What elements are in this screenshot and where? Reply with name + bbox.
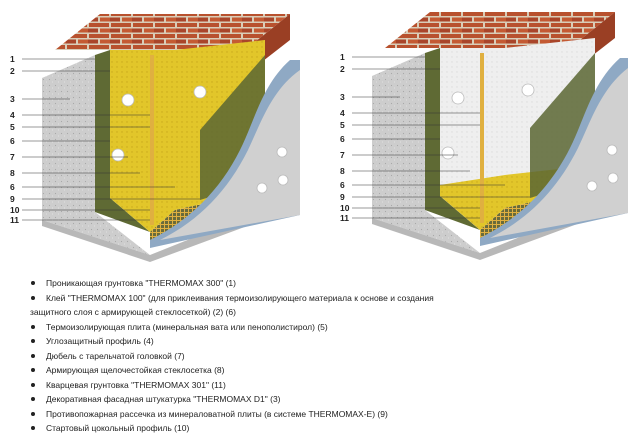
callout-number: 4 [340,108,345,118]
legend-item: Углозащитный профиль (4) [30,334,625,349]
callout-number: 8 [340,166,345,176]
wool-front [110,50,175,232]
dowel-icons [441,83,619,192]
legend-item: Термоизолирующая плита (минеральная вата… [30,320,625,335]
brick-top [55,14,290,50]
corner-profile [480,53,484,223]
legend-item: Стартовый цокольный профиль (10) [30,421,625,436]
callout-number: 2 [10,66,15,76]
diagram-eps [372,12,628,260]
legend-item: Декоративная фасадная штукатурка "THERMO… [30,392,625,407]
plaster-inner [160,70,300,240]
concrete-front-lower [42,215,250,262]
callout-number: 4 [10,110,15,120]
callout-number: 11 [340,213,349,223]
legend-item: Противопожарная рассечка из минераловатн… [30,407,625,422]
adhesive-layer [425,48,480,230]
concrete-front-lower [372,213,580,260]
concrete-front [42,55,150,255]
callout-number: 6 [340,134,345,144]
callout-number: 7 [10,152,15,162]
dowel-icons [111,85,289,194]
callout-number: 3 [340,92,345,102]
concrete-front [372,53,480,253]
callout-number: 6 [340,180,345,190]
callout-number: 5 [340,120,345,130]
callout-number: 5 [10,122,15,132]
callout-number: 8 [10,168,15,178]
legend-item: Армирующая щелочестойкая стеклосетка (8) [30,363,625,378]
legend-item: Кварцевая грунтовка "THERMOMAX 301" (11) [30,378,625,393]
legend-item: защитного слоя с армирующей стеклосеткой… [30,307,236,317]
callout-number: 2 [340,64,345,74]
callout-number: 11 [10,215,19,225]
callout-number: 1 [340,52,345,62]
legend-item: Клей "THERMOMAX 100" (для приклеивания т… [30,291,625,306]
adhesive-layer [95,50,150,232]
callout-number: 6 [10,136,15,146]
callout-number: 3 [10,94,15,104]
corner-profile [150,55,154,225]
callout-number: 7 [340,150,345,160]
legend-list: Проникающая грунтовка "THERMOMAX 300" (1… [30,276,625,436]
callout-number: 9 [10,194,15,204]
callout-number: 6 [10,182,15,192]
callout-number: 10 [340,203,350,213]
legend-item: Проникающая грунтовка "THERMOMAX 300" (1… [30,276,625,291]
brick-top [385,12,615,48]
legend-item: Дюбель с тарельчатой головкой (7) [30,349,625,364]
diagram-mineral-wool [42,14,300,262]
callout-number: 10 [10,205,20,215]
callout-number: 9 [340,192,345,202]
plaster-inner [490,68,628,238]
callout-number: 1 [10,54,15,64]
